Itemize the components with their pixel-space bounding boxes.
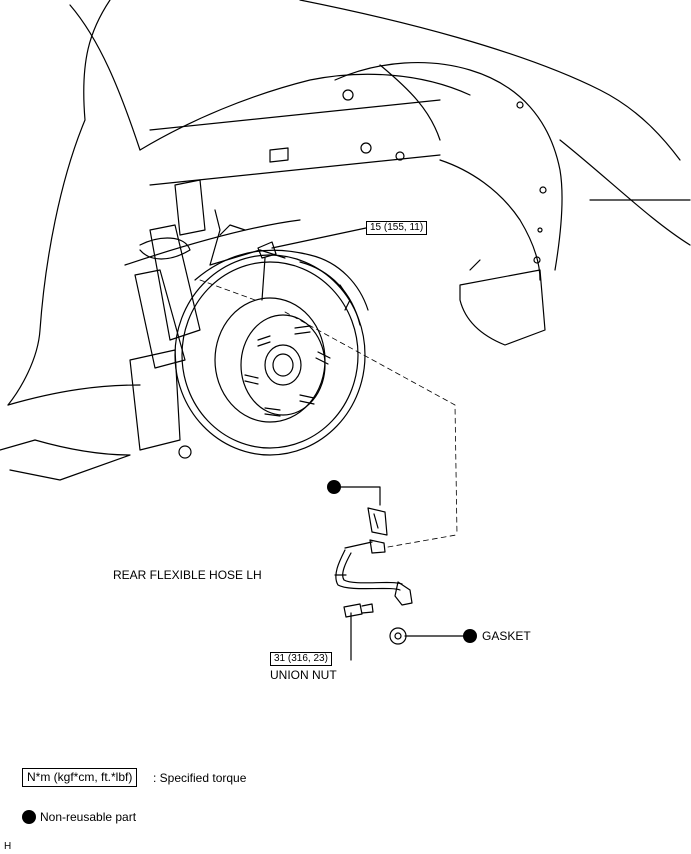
torque-spec-upper: 15 (155, 11) [366, 221, 428, 235]
rear-flexible-hose [335, 539, 413, 606]
nonreusable-dot-clip [327, 480, 341, 494]
shock-absorber [129, 224, 201, 459]
corner-mark: H [4, 841, 12, 852]
legend-torque-box: N*m (kgf*cm, ft.*lbf) [22, 768, 138, 787]
wheel-well [334, 61, 563, 346]
leader-lines [271, 227, 471, 661]
hose-label: REAR FLEXIBLE HOSE LH [113, 568, 262, 582]
legend-nonreusable-label: Non-reusable part [40, 810, 137, 824]
brake-rotor [174, 249, 369, 456]
assembly-dashed-lines [199, 279, 458, 548]
torque-spec-lower: 31 (316, 23) [270, 652, 332, 666]
brake-line [209, 209, 286, 301]
fender-outline [0, 0, 691, 481]
legend-torque-desc: : Specified torque [153, 771, 247, 785]
frame-rail [124, 89, 441, 266]
clip-part [367, 507, 388, 536]
gasket-part [389, 627, 407, 645]
union-bolt [343, 603, 374, 618]
union-nut-label: UNION NUT [270, 668, 337, 682]
gasket-label: GASKET [482, 629, 531, 643]
nonreusable-dot-gasket [463, 629, 477, 643]
legend-nonreusable-dot [22, 810, 36, 824]
wheel-studs [244, 325, 331, 417]
